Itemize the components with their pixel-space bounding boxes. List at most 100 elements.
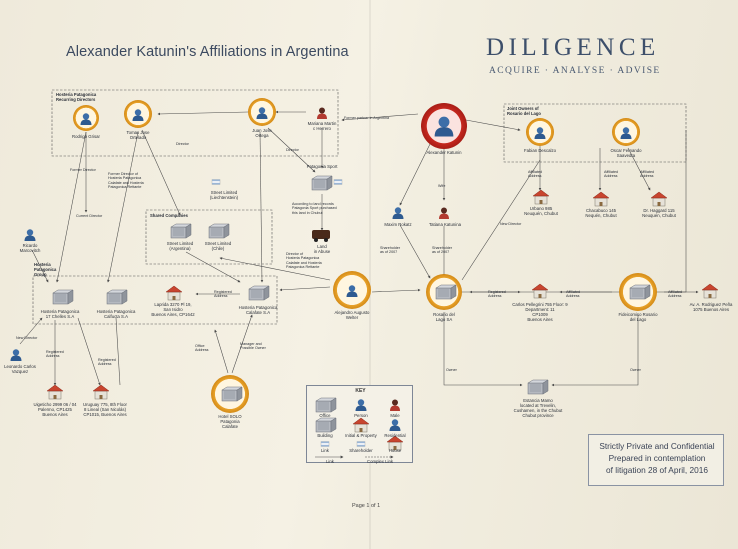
house-uig bbox=[46, 384, 64, 400]
company-hotel bbox=[211, 375, 249, 413]
label-hotel: Hotel SOLO Patagonia Calafate bbox=[218, 414, 242, 429]
company-welter bbox=[333, 271, 371, 309]
edge-label-registered2: Registered Address bbox=[98, 358, 116, 367]
company-street2 bbox=[208, 223, 230, 239]
label-addr-uruguay: Uruguay 775, 8th Floor 8 Lineal (San Nic… bbox=[83, 402, 127, 417]
edge-label-director: Director bbox=[176, 142, 189, 146]
group-label-directors: Hosteria Patagonica Recurring Directors bbox=[56, 92, 97, 102]
house-uruguay bbox=[92, 384, 110, 400]
group-label-hosteria: Hosteria Patagonica Group bbox=[34, 262, 57, 277]
legend-office: Office bbox=[319, 413, 331, 418]
confidential-line-3: of litigation 28 of April, 2016 bbox=[606, 465, 708, 475]
edge-juan-sport bbox=[267, 127, 316, 173]
edge-maxim-rosario bbox=[399, 224, 431, 279]
label-oscar: Oscar Fernando Saavedra bbox=[610, 148, 642, 158]
edge-katunin-mariana bbox=[341, 113, 419, 122]
edge-katunin-fabian bbox=[465, 119, 521, 131]
person-maxim bbox=[392, 207, 404, 219]
person-leonardo bbox=[10, 349, 22, 361]
label-addr-laprida: Laprida 3270 Pl 19, San Isidro Buenos Ai… bbox=[151, 302, 195, 317]
label-rodrigo: Rodrigo Grisar bbox=[72, 134, 100, 139]
person-ricardo bbox=[24, 229, 36, 241]
group-label-shared: Shared Companies bbox=[150, 213, 188, 218]
company-sport bbox=[311, 175, 343, 191]
brand-logo: DILIGENCE bbox=[486, 34, 660, 61]
group-box-hosteria bbox=[32, 275, 278, 325]
label-juan: Juan Jose Ortega bbox=[252, 128, 272, 138]
edge-ricardo bbox=[31, 249, 49, 283]
company-hp-group bbox=[52, 289, 74, 305]
edge-katunin-maxim bbox=[399, 139, 433, 206]
confidential-line-2: Prepared in contemplation bbox=[608, 453, 706, 463]
house-carlos bbox=[531, 283, 549, 299]
edge-hotel-office bbox=[214, 329, 229, 374]
label-tomas: Tomas Jose Ortelado bbox=[126, 130, 150, 140]
legend-initial: Initial & Property bbox=[345, 433, 377, 438]
edge-label-according: According to land records Patagonia Spor… bbox=[292, 202, 337, 215]
edge-label-former: Former Director bbox=[70, 168, 96, 172]
legend-icons bbox=[315, 397, 404, 459]
label-katunin: Alexander Katunin bbox=[426, 150, 462, 155]
legend-residential: Residential bbox=[384, 433, 406, 438]
edge-label-owner2: Owner bbox=[630, 368, 641, 372]
edge-label-registered1: Registered Address bbox=[46, 350, 64, 359]
edge-label-former-hp: Former Director of Hosteria Patagonica C… bbox=[108, 172, 144, 189]
edge-hp-uruguay bbox=[77, 317, 101, 386]
edge-tomas-hp bbox=[107, 131, 139, 283]
edge-juan-shared bbox=[259, 131, 264, 283]
house-sr bbox=[650, 191, 668, 207]
legend-key: KEY Office Person Male Building Initial … bbox=[306, 385, 413, 464]
person-mariana bbox=[317, 107, 327, 119]
edge-label-affiliated4: Affiliated Address bbox=[604, 170, 619, 179]
edge-rodrigo-hp bbox=[56, 131, 87, 283]
legend-shareholder: Shareholder bbox=[349, 448, 373, 453]
label-maxim: Maxim Rokatz bbox=[384, 222, 412, 227]
edge-label-affiliated5: Affiliated Address bbox=[640, 170, 655, 179]
company-hp-calafate bbox=[248, 285, 270, 301]
edge-shared-hp bbox=[185, 251, 241, 283]
edge-label-new-director2: New Director bbox=[500, 222, 522, 226]
edge-hpc-laprida bbox=[115, 317, 121, 386]
label-leonardo: Leonardo Carlos Vazquez bbox=[4, 364, 36, 374]
label-ricardo: Ricardo Marcovitch bbox=[19, 243, 41, 253]
edge-label-director2: Director bbox=[286, 148, 299, 152]
person-tomas bbox=[124, 100, 152, 128]
edge-oscar-addr bbox=[627, 147, 651, 191]
flag-shared bbox=[211, 179, 221, 185]
company-fideicomiso bbox=[619, 273, 657, 311]
edge-welter-rosario bbox=[371, 288, 421, 293]
group-box-shared bbox=[145, 209, 273, 265]
label-hp-group: Hosteria Patagonica 17 Chelles S.A bbox=[40, 309, 80, 319]
edge-welter-calafate bbox=[279, 286, 331, 292]
label-addr-sr: Dr. Haggard 115 Neuquén, Chubut bbox=[642, 208, 676, 218]
edge-label-office: Office Address bbox=[195, 344, 209, 353]
label-addr-rodriguez: Av. A. Rodriguez Peña 1075 Buenos Aires bbox=[689, 302, 733, 312]
edge-rosario-land bbox=[443, 312, 523, 387]
legend-title: KEY bbox=[355, 388, 366, 394]
edge-tomas-director bbox=[141, 129, 181, 216]
person-juan bbox=[248, 98, 276, 126]
edge-leonardo bbox=[19, 317, 43, 345]
label-addr-land: Estancia Mamo located at Trevelin, Cusha… bbox=[513, 398, 563, 418]
label-hp-calafate: Hosteria Patagonica Calafate S.A bbox=[238, 305, 278, 315]
label-tatiana: Tatiana Katunina bbox=[428, 222, 461, 227]
label-shared-note: Street Limited (Liechtenstein) bbox=[209, 190, 239, 200]
label-jeep: Land in Abuse bbox=[313, 244, 331, 254]
legend-male: Male bbox=[390, 413, 400, 418]
edge-label-registered3: Registered Address bbox=[214, 290, 232, 299]
edge-label-registered4: Registered Address bbox=[488, 290, 506, 299]
label-addr-lago: Urbano 985 Neuquén, Chubut bbox=[524, 206, 558, 216]
person-katunin bbox=[421, 103, 467, 149]
person-tatiana bbox=[439, 207, 449, 219]
label-street1: Street Limited (Argentina) bbox=[166, 241, 194, 251]
confidentiality-box: Strictly Private and Confidential Prepar… bbox=[588, 434, 724, 486]
label-sport: Patagonia Sport bbox=[306, 164, 338, 169]
legend-link: Link bbox=[326, 459, 334, 464]
edge-label-affiliated3: Affiliated Address bbox=[528, 170, 543, 179]
page-number: Page 1 of 1 bbox=[352, 503, 381, 509]
edge-welter-shared bbox=[219, 257, 331, 281]
paper-fold bbox=[369, 0, 371, 549]
label-welter: Alejandro Augusto Welter bbox=[334, 310, 370, 320]
company-rosario bbox=[426, 274, 462, 310]
